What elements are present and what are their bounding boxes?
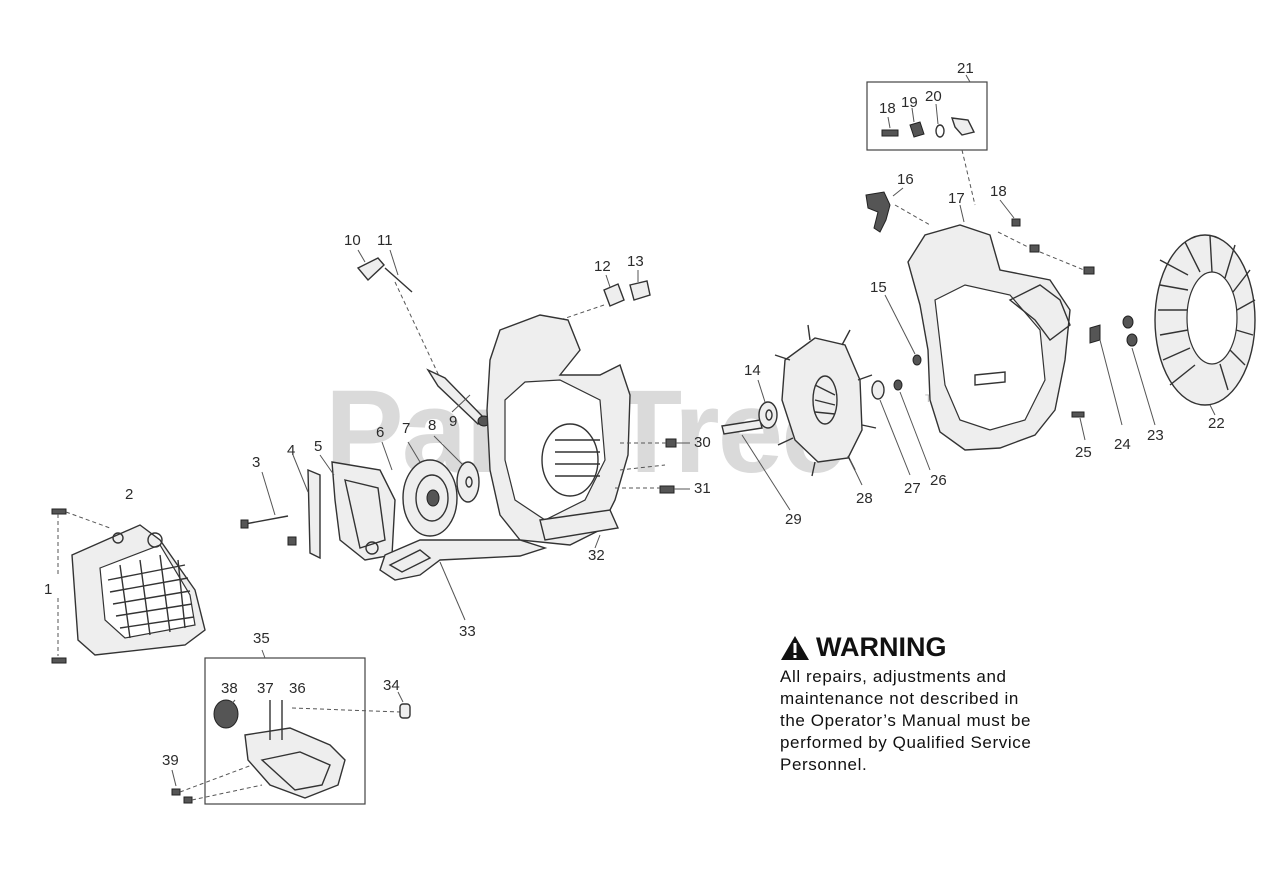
part-1-screws[interactable] — [51, 508, 111, 664]
callout-26: 26 — [930, 472, 947, 489]
part-22-intake-screen[interactable] — [1154, 234, 1256, 416]
callout-22: 22 — [1208, 415, 1225, 432]
callout-23: 23 — [1147, 427, 1164, 444]
callout-labels: 1 2 3 4 5 6 7 8 9 10 11 12 13 14 15 16 1… — [44, 60, 1225, 769]
part-3-bolt[interactable] — [240, 471, 297, 546]
callout-32: 32 — [588, 547, 605, 564]
callout-24: 24 — [1114, 436, 1131, 453]
part-8-washer[interactable] — [433, 435, 480, 503]
callout-28: 28 — [856, 490, 873, 507]
warning-notice: WARNING All repairs, adjustments and mai… — [780, 632, 1080, 776]
callout-9: 9 — [449, 413, 457, 430]
part-17-blower-housing[interactable] — [907, 204, 1071, 451]
part-14-bearing[interactable] — [757, 379, 778, 429]
callout-2: 2 — [125, 486, 133, 503]
callout-12: 12 — [594, 258, 611, 275]
callout-7: 7 — [402, 420, 410, 437]
callout-8: 8 — [428, 417, 436, 434]
callout-31: 31 — [694, 480, 711, 497]
part-23-24-25-fasteners[interactable] — [1071, 315, 1156, 441]
part-12-13-fittings[interactable] — [559, 270, 651, 321]
callout-27: 27 — [904, 480, 921, 497]
warning-heading: WARNING — [781, 632, 1080, 662]
callout-29: 29 — [785, 511, 802, 528]
part-5-6-carburetor[interactable] — [319, 441, 396, 561]
callout-33: 33 — [459, 623, 476, 640]
callout-21: 21 — [957, 60, 974, 77]
part-32-engine-housing[interactable] — [486, 314, 631, 549]
callout-18-right: 18 — [990, 183, 1007, 200]
part-35-kit-box[interactable] — [204, 649, 401, 805]
part-34-plug[interactable] — [397, 691, 411, 719]
part-18-screws[interactable] — [997, 199, 1095, 275]
callout-25: 25 — [1075, 444, 1092, 461]
part-15-26-nuts[interactable] — [884, 294, 931, 471]
part-4-gasket[interactable] — [292, 454, 321, 560]
part-21-kit-box[interactable] — [866, 74, 988, 206]
callout-5: 5 — [314, 438, 322, 455]
callout-39: 39 — [162, 752, 179, 769]
callout-36: 36 — [289, 680, 306, 697]
callout-4: 4 — [287, 442, 295, 459]
part-9-10-11-throttle[interactable] — [356, 249, 491, 427]
callout-16: 16 — [897, 171, 914, 188]
warning-heading-text: WARNING — [816, 632, 947, 662]
callout-38: 38 — [221, 680, 238, 697]
callout-34: 34 — [383, 677, 400, 694]
callout-15: 15 — [870, 279, 887, 296]
part-7-flywheel[interactable] — [402, 441, 458, 537]
callout-13: 13 — [627, 253, 644, 270]
part-28-impeller[interactable] — [774, 324, 877, 486]
part-27-washer[interactable] — [871, 380, 911, 476]
callout-37: 37 — [257, 680, 274, 697]
part-30-31-screws[interactable] — [615, 438, 690, 494]
callout-30: 30 — [694, 434, 711, 451]
part-39-screws[interactable] — [171, 764, 263, 804]
callout-20: 20 — [925, 88, 942, 105]
warning-body: All repairs, adjustments and maintenance… — [780, 667, 1032, 774]
callout-17: 17 — [948, 190, 965, 207]
callout-3: 3 — [252, 454, 260, 471]
part-2-filter-cover[interactable] — [71, 524, 206, 656]
part-33-handle[interactable] — [379, 539, 548, 621]
callout-1: 1 — [44, 581, 52, 598]
part-16-switch[interactable] — [865, 187, 931, 233]
warning-triangle-icon — [781, 636, 809, 660]
callout-18-box: 18 — [879, 100, 896, 117]
callout-35: 35 — [253, 630, 270, 647]
callout-10: 10 — [344, 232, 361, 249]
callout-14: 14 — [744, 362, 761, 379]
part-29-shaft[interactable] — [721, 419, 791, 511]
callout-6: 6 — [376, 424, 384, 441]
callout-19: 19 — [901, 94, 918, 111]
callout-11: 11 — [377, 232, 393, 249]
